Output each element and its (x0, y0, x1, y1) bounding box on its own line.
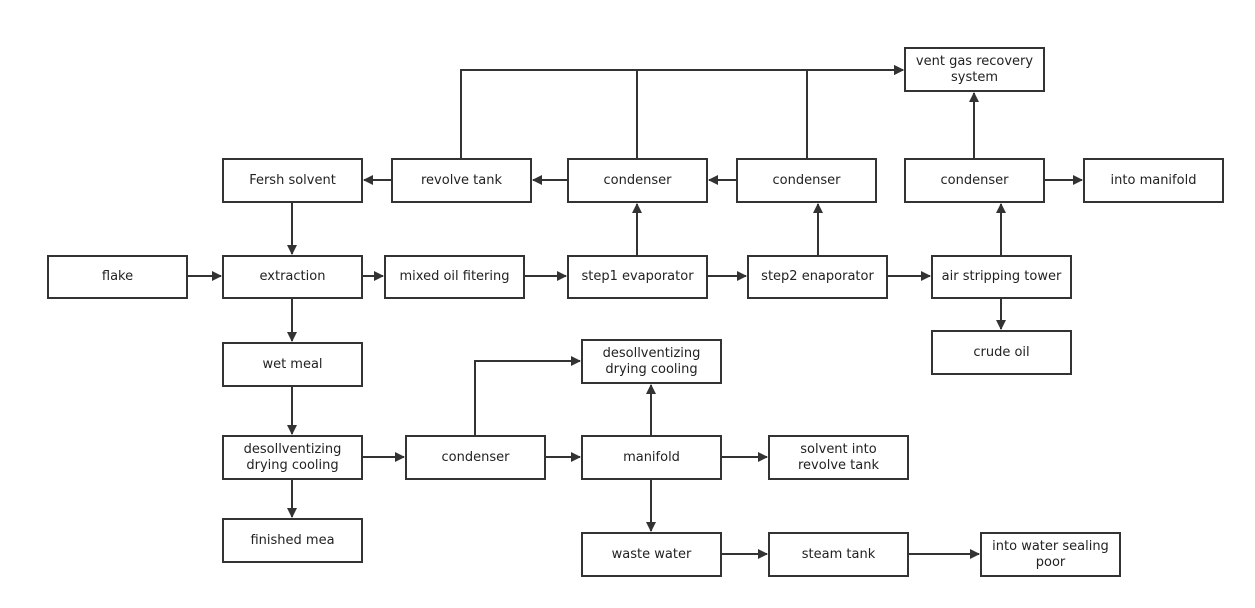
node-into-water-sealing: into water sealing poor (980, 532, 1121, 577)
node-desolventizing-top: desollventizing drying cooling (581, 339, 722, 384)
node-condenser-3: condenser (904, 158, 1045, 203)
node-mixed-oil-filtering: mixed oil fitering (384, 255, 525, 299)
node-condenser-1: condenser (567, 158, 708, 203)
node-finished-meal: finished mea (222, 518, 363, 563)
node-condenser-2: condenser (736, 158, 877, 203)
node-into-manifold: into manifold (1083, 158, 1224, 203)
node-vent-gas-recovery: vent gas recovery system (904, 47, 1045, 92)
node-condenser-meal: condenser (405, 435, 546, 480)
node-extraction: extraction (222, 255, 363, 299)
node-manifold: manifold (581, 435, 722, 480)
edge-condenser-2-to-vent-gas (806, 65, 904, 158)
edge-condenser-meal-to-desolv-top (474, 356, 581, 435)
node-crude-oil: crude oil (931, 330, 1072, 375)
node-solvent-into-revolve: solvent into revolve tank (768, 435, 909, 480)
node-revolve-tank: revolve tank (391, 158, 532, 203)
node-step2-evaporator: step2 enaporator (747, 255, 888, 299)
node-fresh-solvent: Fersh solvent (222, 158, 363, 203)
node-air-stripping-tower: air stripping tower (931, 255, 1072, 299)
node-wet-meal: wet meal (222, 342, 363, 387)
node-waste-water: waste water (581, 532, 722, 577)
node-steam-tank: steam tank (768, 532, 909, 577)
edge-condenser-1-to-vent-gas (636, 65, 904, 158)
node-step1-evaporator: step1 evaporator (567, 255, 708, 299)
node-flake: flake (47, 255, 188, 299)
edge-revolve-tank-to-vent-gas (460, 65, 904, 158)
node-desolventizing-main: desollventizing drying cooling (222, 435, 363, 480)
